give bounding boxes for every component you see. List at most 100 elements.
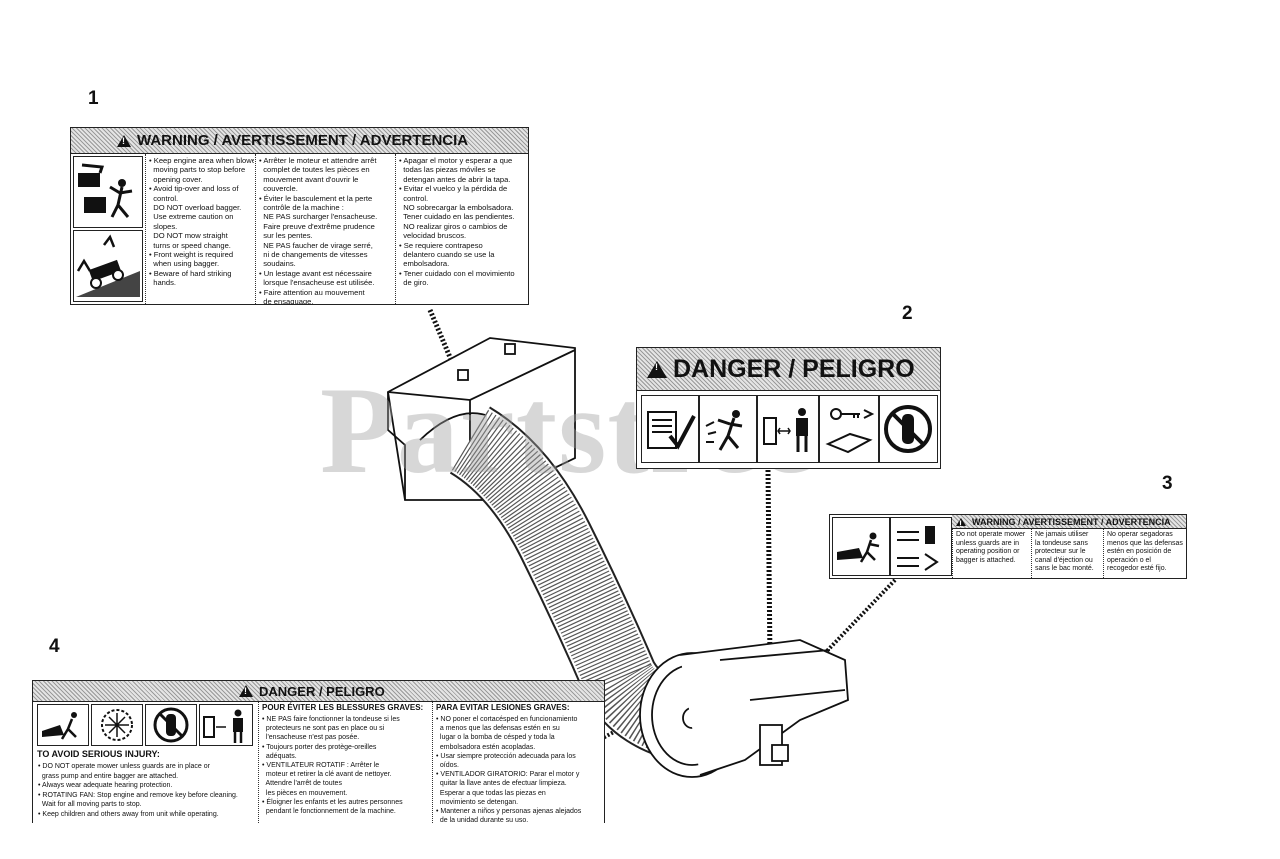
label-text-line: • Éviter le basculement et la perte [259,193,373,203]
danger-label-4: DANGER / PELIGRO [32,680,605,823]
label-text-line: todas las piezas móviles se [399,165,496,175]
label-text-line: velocidad bruscos. [399,231,467,241]
label-text-line: • VENTILADOR GIRATORIO: Parar el motor y [436,771,580,779]
label4-spanish-title: PARA EVITAR LESIONES GRAVES: [436,703,570,712]
pictogram-bagger-mower [73,156,143,228]
pictogram-rotating-fan [91,704,143,746]
rotating-fan-icon [101,709,133,741]
label-text-line: quitar la llave antes de efectuar limpie… [436,780,567,788]
thrown-objects-icon [42,712,77,740]
pictogram-keep-distance [757,395,819,463]
label4-spanish-column: • NO poner el cortacésped en funcionamie… [433,713,604,823]
label4-french-title: POUR ÉVITER LES BLESSURES GRAVES: [262,703,424,712]
label-text-line: bagger is attached. [956,556,1016,564]
label-text-line: • Avoid tip-over and loss of [149,184,239,194]
label-text-line: • NO poner el cortacésped en funcionamie… [436,716,578,723]
label-text-line: delantero cuando se use la [399,250,495,260]
label-text-line: • Toujours porter des protège-oreilles [262,743,377,751]
label-text-line: • Always wear adequate hearing protectio… [38,782,173,789]
label-text-line: NO realizar giros o cambios de [399,221,508,231]
label-text-line: • Un lestage avant est nécessaire [259,268,372,278]
discharge-guard-icon [897,526,939,571]
label-text-line: de la unidad durante su uso. [436,817,529,823]
label-text-line: • Keep children and others away from uni… [38,810,219,818]
label-text-line: NE PAS surcharger l'ensacheuse. [259,212,378,222]
pictogram-thrown-objects [699,395,757,463]
label-text-line: protecteur sur le [1035,548,1086,556]
label-text-line: opening cover. [149,174,203,184]
header-text: WARNING / AVERTISSEMENT / ADVERTENCIA [972,516,1171,527]
label-text-line: sur les pentes. [259,231,313,241]
label-text-line: estén en posición de [1107,548,1172,556]
label-text-line: Ne jamais utiliser [1035,531,1089,538]
callout-4: 4 [49,636,60,657]
pictogram-no-hands [879,395,938,463]
label-text-line: DO NOT overload bagger. [149,203,242,213]
pictogram-keep-distance [199,704,253,746]
label4-french-column: • NE PAS faire fonctionner la tondeuse s… [259,713,431,823]
label-text-line: • NE PAS faire fonctionner la tondeuse s… [262,716,400,723]
label-text-line: movimiento se detengan. [436,798,519,806]
blower-housing [639,639,849,778]
label-text-line: • Front weight is required [149,250,234,260]
warning-label-3: WARNING / AVERTISSEMENT / ADVERTENCIA Do… [829,514,1187,579]
header-text: DANGER / PELIGRO [673,354,915,383]
label-text-line: unless guards are in [956,539,1020,547]
warning-triangle-icon [239,685,253,697]
thrown-objects-icon [705,410,743,451]
label-text-line: couvercle. [259,184,298,194]
label-text-line: • Arrêter le moteur et attendre arrêt [259,156,377,165]
label-text-line: operación o el [1107,556,1151,564]
label-text-line: NO sobrecargar la embolsadora. [399,203,514,213]
label-text-line: NE PAS faucher de virage serré, [259,240,373,250]
warning-triangle-icon [647,360,667,378]
label-text-line: Attendre l'arrêt de toutes [262,780,342,788]
label-text-line: oídos. [436,762,459,770]
no-hands-prohibition-icon [153,707,189,743]
label-text-line: adéquats. [262,752,297,760]
label-text-line: • ROTATING FAN: Stop engine and remove k… [38,791,238,799]
no-hands-prohibition-icon [884,405,932,453]
label-text-line: embolsadora. [399,259,450,269]
label-text-line: hands. [149,278,177,288]
keep-distance-icon [203,709,243,743]
label-text-line: • Tener cuidado con el movimiento [399,268,515,278]
header-text: WARNING / AVERTISSEMENT / ADVERTENCIA [137,132,469,149]
label-text-line: sans le bac monté. [1035,565,1094,573]
label-text-line: les pièces en mouvement. [262,789,348,797]
label-text-line: Tener cuidado en las pendientes. [399,212,515,222]
pictogram-remove-key [819,395,879,463]
label-text-line: moving parts to stop before [149,165,246,175]
label-text-line: • Usar siempre protección adecuada para … [436,752,576,760]
label-text-line: menos que las defensas [1107,539,1183,547]
warning-label-3-header: WARNING / AVERTISSEMENT / ADVERTENCIA [952,515,1186,529]
label-text-line: Use extreme caution on [149,212,234,222]
danger-label-2: DANGER / PELIGRO [636,347,941,469]
label-text-line: • Apagar el motor y esperar a que [399,156,513,165]
pointer-label-1 [427,309,455,363]
label-text-line: de ensaquage. [259,297,314,304]
label-text-line: turns or speed change. [149,240,231,250]
callout-1: 1 [88,88,99,109]
label-text-line: mouvement avant d'ouvrir le [259,174,359,184]
label-text-line: de giro. [399,278,429,288]
label-text-line: • Beware of hard striking [149,268,232,278]
label-text-line: • Evitar el vuelco y la pérdida de [399,184,508,194]
label-text-line: • Se requiere contrapeso [399,240,483,250]
pictogram-no-hands [145,704,197,746]
pictogram-thrown-objects [832,517,890,576]
label1-english-column: • Keep engine area when blower moving pa… [146,154,254,304]
thrown-objects-icon [837,532,880,563]
header-text: DANGER / PELIGRO [259,683,385,699]
label-text-line: protecteurs ne sont pas en place ou si [262,725,385,733]
label-text-line: Wait for all moving parts to stop. [38,801,142,808]
danger-label-2-header: DANGER / PELIGRO [637,348,940,391]
label-text-line: contrôle de la machine : [259,203,344,213]
label-text-line: a menos que las defensas estén en su [436,725,560,733]
warning-triangle-icon [956,517,966,528]
pictogram-mower-icon [78,163,133,218]
label-text-line: control. [399,193,429,203]
